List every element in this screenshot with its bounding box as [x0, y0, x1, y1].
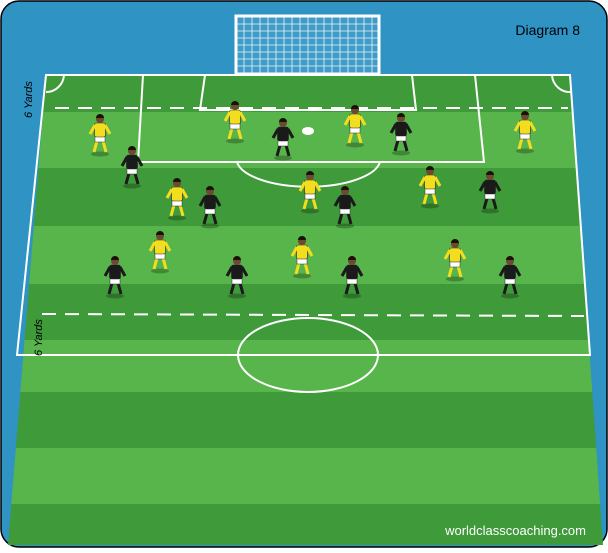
credit-text: worldclasscoaching.com [445, 523, 586, 538]
grass-stripe [43, 75, 573, 112]
grass-stripe [20, 340, 592, 392]
diagram-title: Diagram 8 [515, 22, 580, 38]
grass-stripe [38, 112, 576, 168]
ball-icon [302, 127, 314, 135]
grass-stripe [16, 392, 596, 448]
goal [236, 16, 379, 74]
grass-stripe [11, 448, 600, 504]
yard-label-bottom: 6 Yards [33, 319, 45, 356]
yard-label-top: 6 Yards [23, 81, 35, 118]
